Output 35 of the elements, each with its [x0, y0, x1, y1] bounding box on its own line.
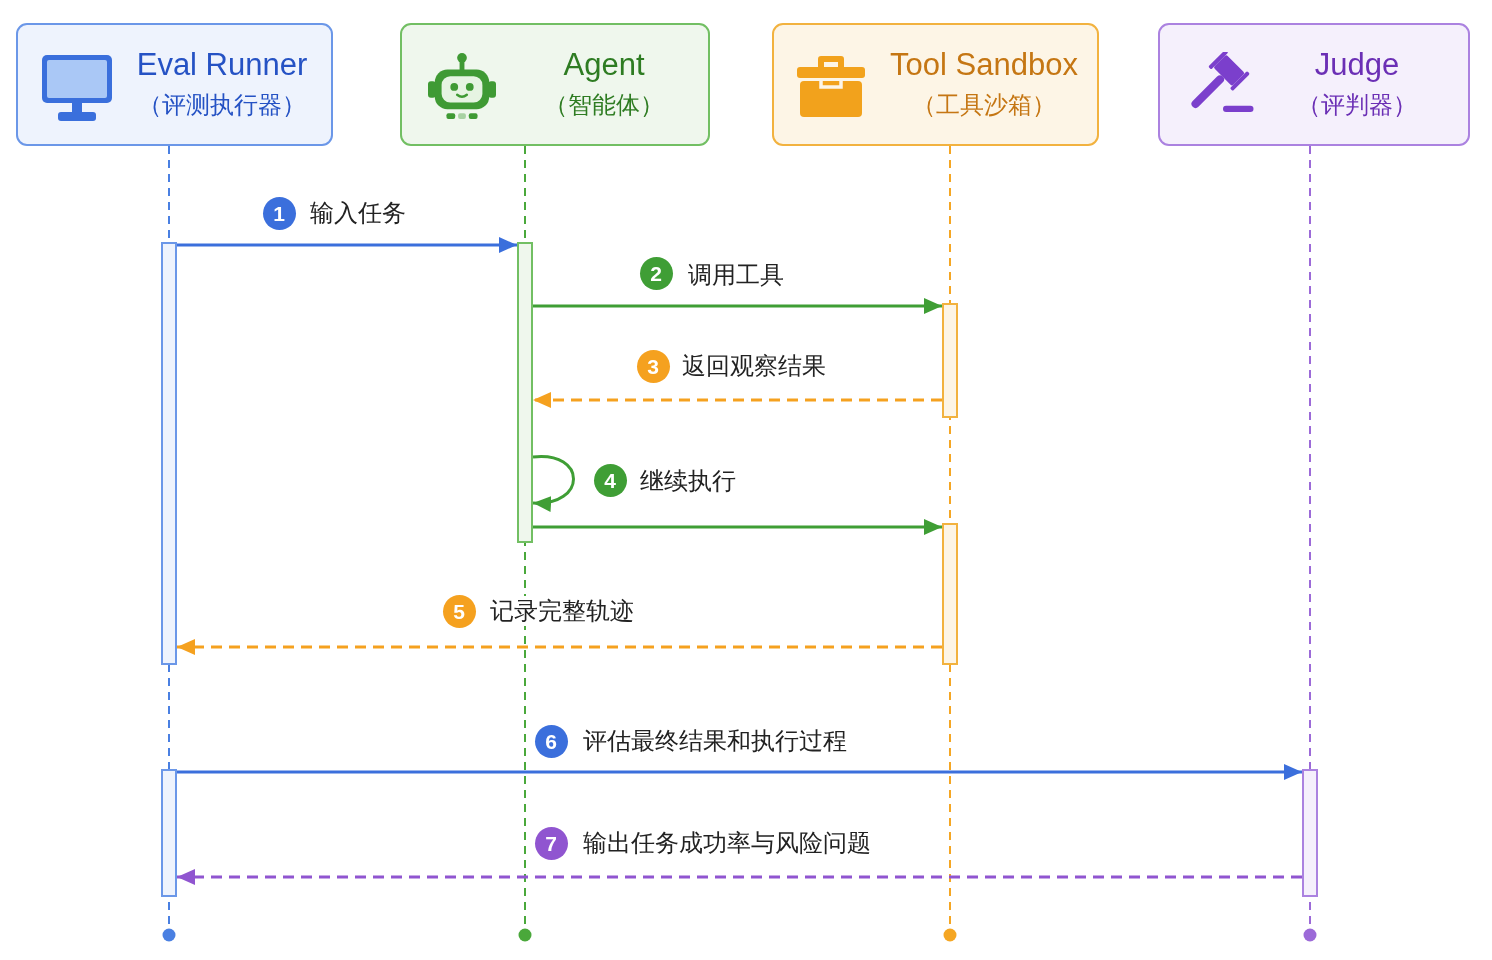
step-number: 7: [534, 826, 568, 860]
edge-label: 评估最终结果和执行过程: [580, 726, 850, 756]
step-number: 6: [534, 724, 568, 758]
message-arrow: [177, 237, 517, 253]
participant-role: （评测执行器）: [138, 90, 306, 120]
activation-bar: [517, 242, 533, 543]
step-number: 5: [442, 594, 476, 628]
participant-name: Tool Sandbox: [890, 47, 1078, 83]
message-arrow: [177, 764, 1302, 780]
participant-header: [772, 23, 1099, 146]
activation-bar: [1302, 769, 1318, 897]
self-loop-arrow: [532, 455, 575, 511]
participant-header: [400, 23, 710, 146]
step-number: 4: [593, 463, 627, 497]
participant-name: Eval Runner: [136, 47, 308, 83]
message-arrow: [177, 869, 1302, 885]
activation-bar: [942, 523, 958, 665]
participant-role: （智能体）: [544, 90, 664, 120]
participant-role: （工具沙箱）: [912, 90, 1056, 120]
step-number: 2: [639, 256, 673, 290]
message-arrow: [177, 639, 942, 655]
step-number: 1: [262, 196, 296, 230]
participant-name: Judge: [1314, 47, 1400, 83]
participant-role: （评判器）: [1297, 90, 1417, 120]
participant-header: [1158, 23, 1470, 146]
message-arrow: [533, 392, 942, 408]
edge-label: 继续执行: [637, 466, 739, 496]
activation-bar: [942, 303, 958, 418]
message-arrow: [533, 519, 942, 535]
activation-bar: [161, 769, 177, 897]
participant-header: [16, 23, 333, 146]
activation-bar: [161, 242, 177, 665]
participant-name: Agent: [563, 47, 645, 83]
message-arrow: [533, 298, 942, 314]
step-number: 3: [636, 349, 670, 383]
